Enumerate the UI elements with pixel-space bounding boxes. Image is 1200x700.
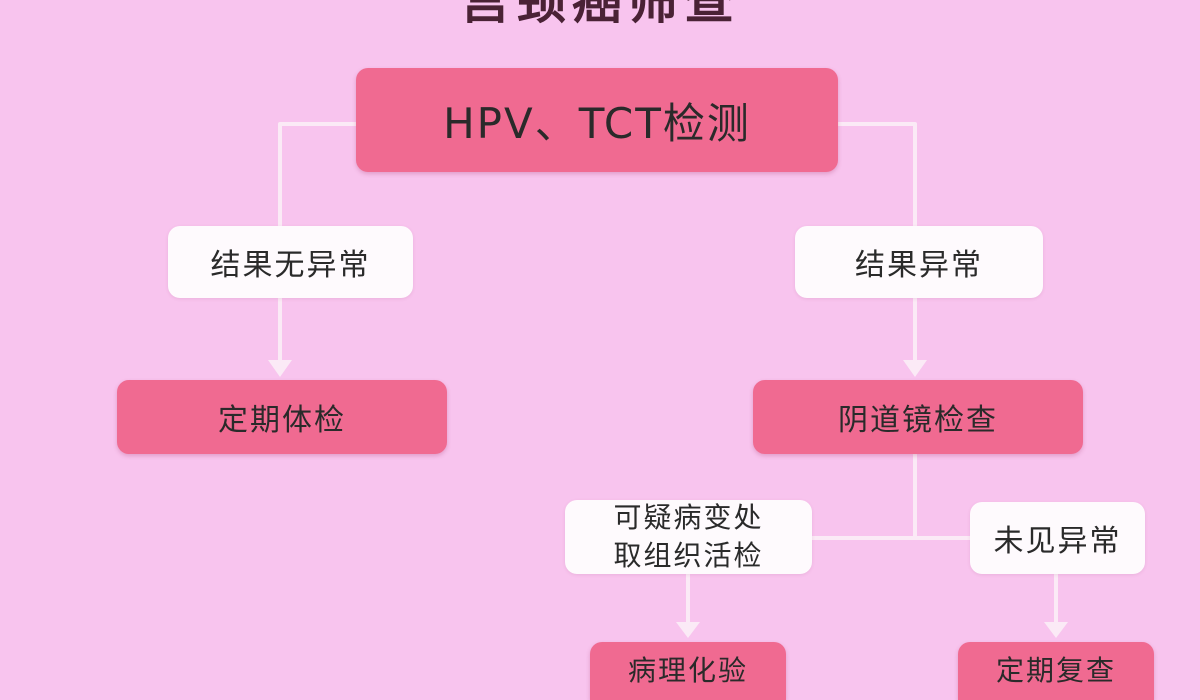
node-abnormal-result: 结果异常 [795, 226, 1043, 298]
arrowhead-noabnormal [1044, 622, 1068, 638]
biopsy-line-2: 取组织活检 [613, 539, 764, 572]
arrowhead-right [903, 360, 927, 377]
arrowhead-left [268, 360, 292, 377]
node-normal-result: 结果无异常 [168, 226, 413, 298]
connector-root-left [278, 122, 358, 228]
node-colposcopy: 阴道镜检查 [753, 380, 1083, 454]
connector-root-right [836, 122, 917, 228]
node-pathology-test: 病理化验 [590, 642, 786, 700]
node-regular-recheck: 定期复查 [958, 642, 1154, 700]
node-regular-checkup: 定期体检 [117, 380, 447, 454]
arrowhead-biopsy [676, 622, 700, 638]
biopsy-line-1: 可疑病变处 [613, 501, 764, 534]
node-biopsy: 可疑病变处 取组织活检 [565, 500, 812, 574]
node-no-abnormality: 未见异常 [970, 502, 1145, 574]
node-hpv-tct-test: HPV、TCT检测 [356, 68, 838, 172]
page-title: 宫颈癌筛查 [460, 0, 740, 30]
